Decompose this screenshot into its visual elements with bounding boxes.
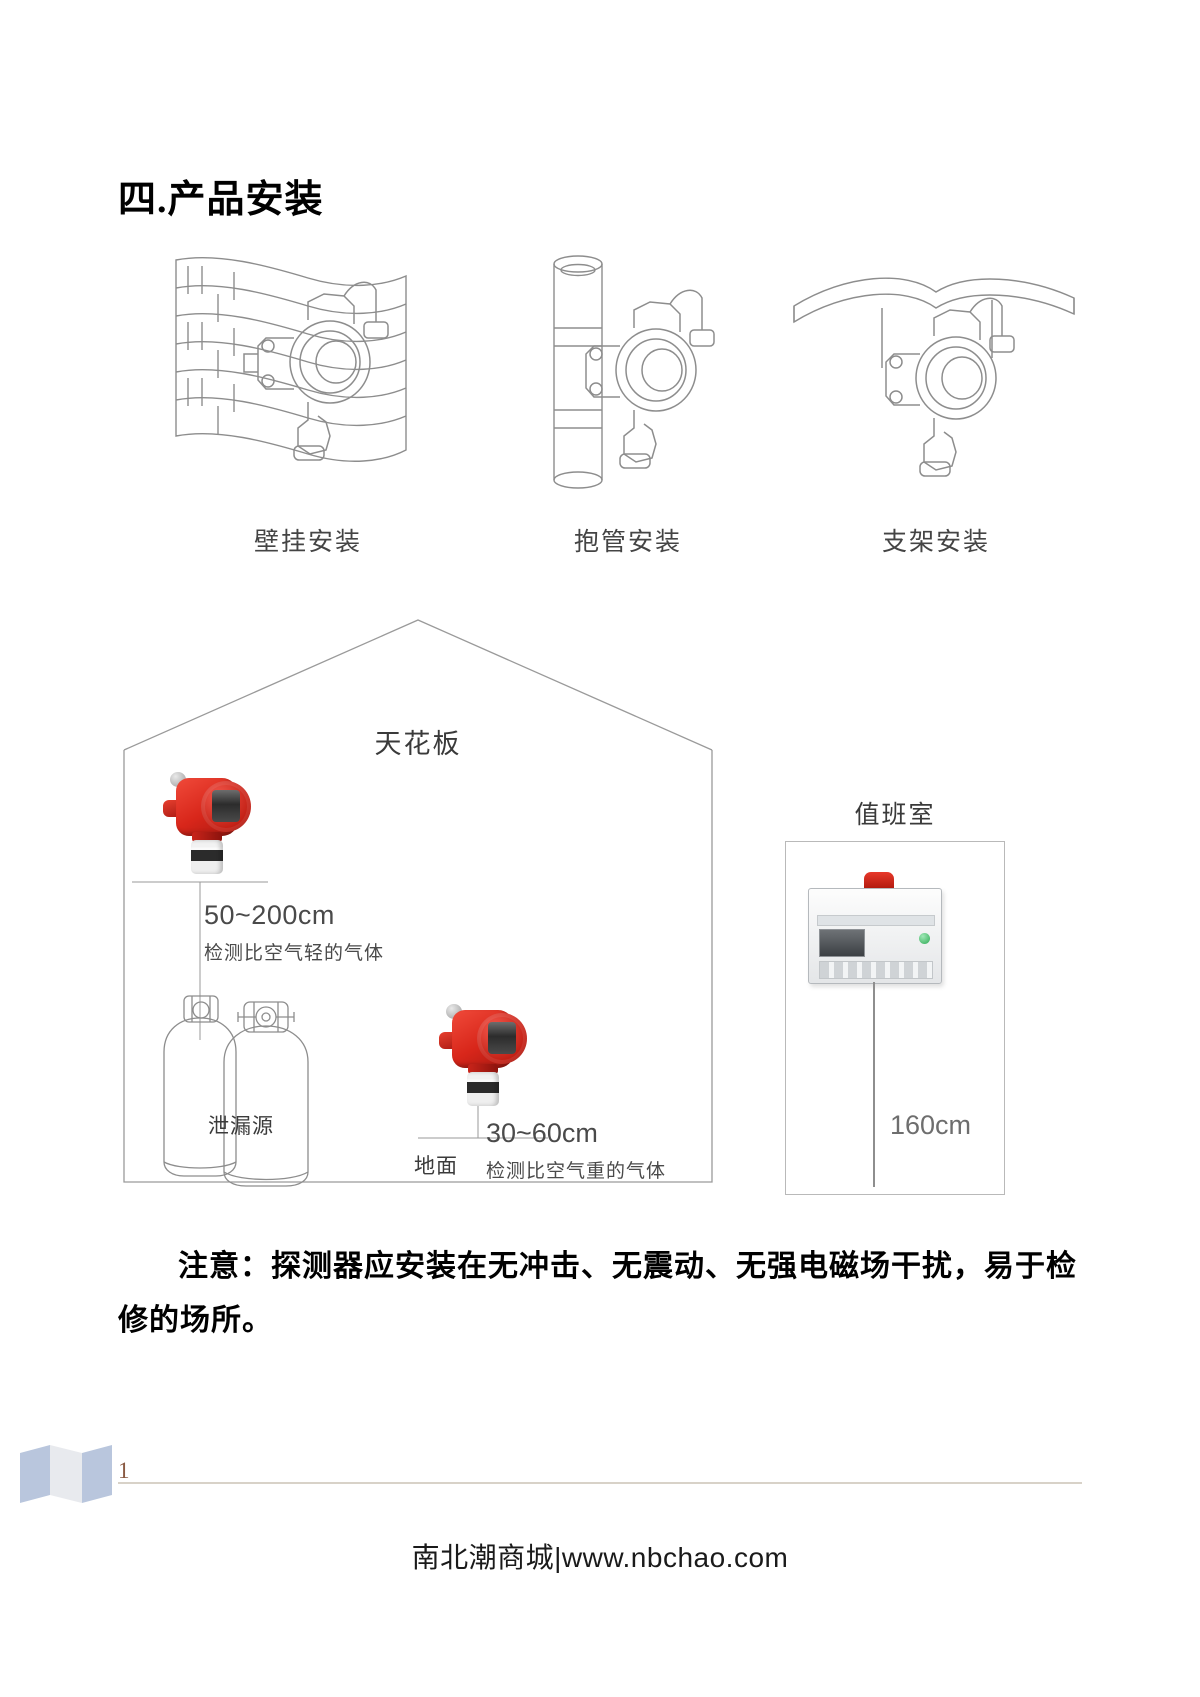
upper-dimension-label: 50~200cm — [204, 900, 335, 930]
detector-sensor-probe — [191, 840, 223, 874]
controller-power-led-icon — [919, 933, 930, 944]
installation-note: 注意：探测器应安装在无冲击、无震动、无强电磁场干扰，易于检修的场所。 — [118, 1250, 1077, 1337]
controller-case — [808, 888, 942, 984]
ceiling-label: 天花板 — [374, 729, 462, 759]
gas-cylinders-illustration — [158, 990, 378, 1195]
bracket-mount-illustration — [786, 250, 1086, 515]
mounting-height-line — [873, 982, 875, 1187]
detector-neck — [192, 832, 222, 842]
detector-sensor-probe — [467, 1072, 499, 1106]
controller-title-strip — [817, 915, 935, 926]
ground-label: 地面 — [414, 1155, 458, 1178]
detector-neck — [468, 1064, 498, 1074]
installation-method-bracket: 支架安装 — [786, 250, 1086, 590]
duty-room-height-label: 160cm — [890, 1110, 972, 1140]
footer-site-text: 南北潮商城|www.nbchao.com — [411, 1542, 789, 1573]
pipe-mount-illustration — [478, 250, 778, 515]
controller-display — [819, 929, 865, 957]
room-installation-diagram: 天花板 50~200cm 检测比空气轻的气体 — [118, 610, 718, 1195]
installation-caption-wall: 壁挂安装 — [253, 528, 362, 556]
alarm-beacon-icon — [864, 872, 894, 892]
controller-keypad — [819, 961, 933, 979]
duty-room-title: 值班室 — [854, 801, 936, 829]
detector-display — [212, 790, 240, 822]
lower-dimension-note: 检测比空气重的气体 — [486, 1161, 667, 1182]
leak-source-label: 泄漏源 — [208, 1115, 274, 1138]
page-title: 四.产品安装 — [118, 179, 324, 221]
duty-room-frame: 160cm — [785, 841, 1005, 1195]
footer-bookmark-icon — [20, 1443, 112, 1505]
duty-room-diagram: 值班室 160cm — [785, 795, 1005, 1195]
footer-divider — [118, 1482, 1082, 1484]
installation-method-pipe: 抱管安装 — [478, 250, 778, 590]
page-number: 1 — [118, 1458, 130, 1483]
installation-caption-pipe: 抱管安装 — [573, 528, 682, 556]
detector-upper — [158, 770, 254, 878]
alarm-controller-illustration — [808, 872, 942, 984]
installation-methods-row: 壁挂安装 — [118, 250, 1083, 590]
wall-mount-illustration — [158, 250, 458, 515]
installation-caption-bracket: 支架安装 — [881, 528, 990, 556]
room-outline — [123, 619, 713, 1183]
detector-display — [488, 1022, 516, 1054]
installation-method-wall: 壁挂安装 — [158, 250, 458, 590]
detector-lower — [434, 1002, 530, 1110]
upper-dimension-note: 检测比空气轻的气体 — [204, 943, 385, 964]
lower-dimension-label: 30~60cm — [486, 1118, 598, 1148]
